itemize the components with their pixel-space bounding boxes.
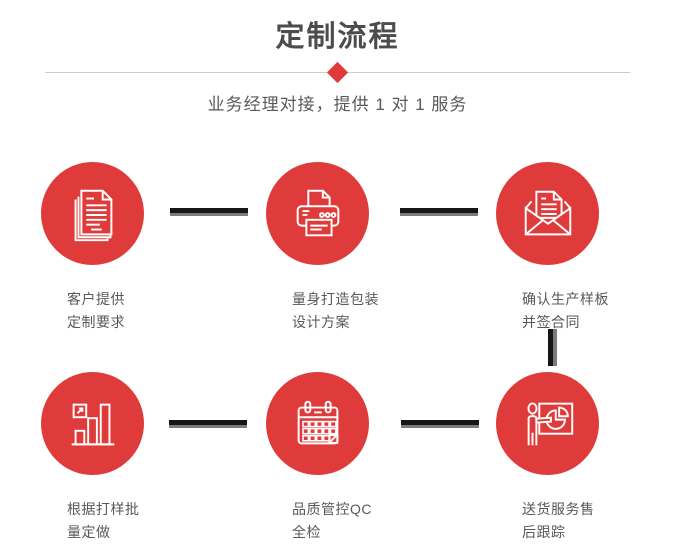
connector-bar-1 (170, 208, 248, 216)
step-label-5-line1: 品质管控QC (292, 501, 372, 517)
step-label-3: 确认生产样板 并签合同 (522, 288, 609, 334)
step-label-3-line1: 确认生产样板 (522, 291, 609, 307)
presenter-icon (517, 393, 579, 455)
step-label-6-line2: 后跟踪 (522, 524, 566, 540)
bar-chart-icon (62, 393, 124, 455)
page-title: 定制流程 (275, 21, 400, 53)
connector-bar-vertical (548, 329, 557, 366)
step-label-6-line1: 送货服务售 (522, 501, 595, 517)
step-label-1-line2: 定制要求 (67, 314, 125, 330)
connector-bar-3 (169, 420, 247, 428)
step-circle-6 (496, 372, 599, 475)
step-label-2-line1: 量身打造包装 (292, 291, 379, 307)
step-circle-4 (41, 372, 144, 475)
step-label-1-line1: 客户提供 (67, 291, 125, 307)
step-label-4-line1: 根据打样批 (67, 501, 140, 517)
step-label-2-line2: 设计方案 (292, 314, 350, 330)
step-circle-1 (41, 162, 144, 265)
documents-icon (62, 183, 124, 245)
step-label-3-line2: 并签合同 (522, 314, 580, 330)
step-circle-2 (266, 162, 369, 265)
step-label-2: 量身打造包装 设计方案 (292, 288, 379, 334)
printer-icon (287, 183, 349, 245)
step-label-5: 品质管控QC 全检 (292, 498, 372, 544)
step-label-6: 送货服务售 后跟踪 (522, 498, 595, 544)
step-label-5-line2: 全检 (292, 524, 321, 540)
step-circle-5 (266, 372, 369, 475)
diamond-icon (326, 61, 349, 84)
envelope-icon (517, 183, 579, 245)
connector-bar-4 (401, 420, 479, 428)
calendar-icon (287, 393, 349, 455)
step-label-1: 客户提供 定制要求 (67, 288, 125, 334)
page-subtitle: 业务经理对接，提供 1 对 1 服务 (207, 95, 468, 114)
step-label-4: 根据打样批 量定做 (67, 498, 140, 544)
step-circle-3 (496, 162, 599, 265)
step-label-4-line2: 量定做 (67, 524, 111, 540)
connector-bar-2 (400, 208, 478, 216)
